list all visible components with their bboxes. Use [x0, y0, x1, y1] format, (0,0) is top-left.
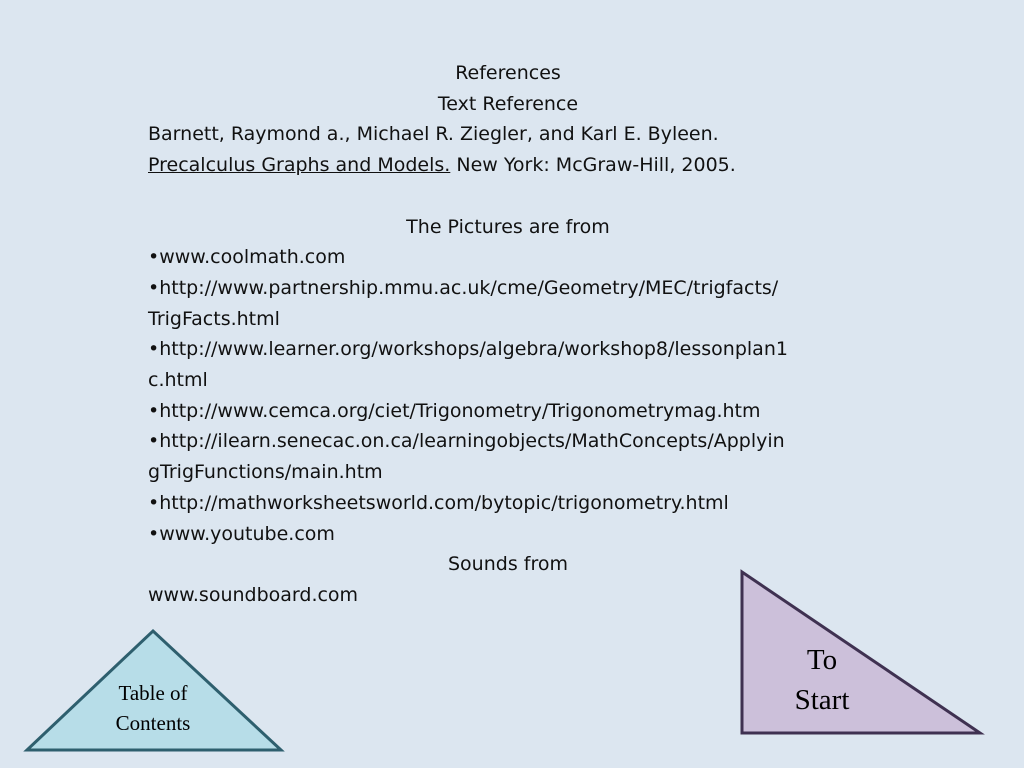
- picture-source-learner-cont: c.html: [148, 369, 208, 392]
- pictures-heading: The Pictures are from: [406, 215, 610, 238]
- picture-source-coolmath: •www.coolmath.com: [148, 246, 346, 269]
- text-reference-heading: Text Reference: [437, 92, 579, 115]
- sounds-heading: Sounds from: [448, 553, 568, 576]
- start-label-line2[interactable]: Start: [795, 684, 850, 716]
- citation-publisher: New York: McGraw-Hill, 2005.: [450, 154, 736, 177]
- picture-source-ilearn-cont: gTrigFunctions/main.htm: [148, 461, 383, 484]
- toc-label-line2[interactable]: Contents: [116, 711, 191, 735]
- to-start-button[interactable]: To Start: [736, 566, 988, 740]
- picture-source-partnership: •http://www.partnership.mmu.ac.uk/cme/Ge…: [148, 276, 779, 299]
- spacer: [148, 181, 868, 212]
- citation-publication: Precalculus Graphs and Models. New York:…: [148, 150, 868, 181]
- page-title: References: [455, 62, 561, 84]
- sounds-source: www.soundboard.com: [148, 583, 359, 606]
- citation-book-title: Precalculus Graphs and Models.: [148, 154, 451, 177]
- references-document: References Text Reference Barnett, Raymo…: [148, 58, 868, 611]
- picture-source-ilearn: •http://ilearn.senecac.on.ca/learningobj…: [148, 430, 785, 453]
- table-of-contents-button[interactable]: Table of Contents: [22, 626, 286, 756]
- picture-source-youtube: •www.youtube.com: [148, 522, 335, 545]
- picture-source-partnership-cont: TrigFacts.html: [148, 307, 280, 330]
- start-label-line1[interactable]: To: [807, 644, 837, 676]
- picture-source-learner: •http://www.learner.org/workshops/algebr…: [148, 338, 788, 361]
- picture-source-cemca: •http://www.cemca.org/ciet/Trigonometry/…: [148, 399, 761, 422]
- start-triangle-shape[interactable]: [740, 569, 985, 735]
- citation-authors: Barnett, Raymond a., Michael R. Ziegler,…: [148, 123, 719, 146]
- toc-label-line1[interactable]: Table of: [118, 681, 187, 705]
- toc-triangle-shape[interactable]: [23, 628, 285, 752]
- picture-source-mathworksheets: •http://mathworksheetsworld.com/bytopic/…: [148, 491, 729, 514]
